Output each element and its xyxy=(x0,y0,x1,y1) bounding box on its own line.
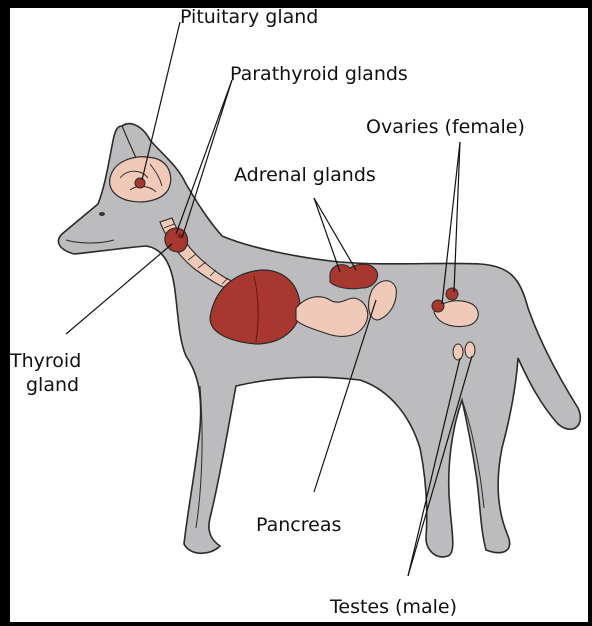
hindleg-line xyxy=(461,399,485,509)
diagram-canvas: Pituitary gland Parathyroid glands Ovari… xyxy=(10,8,588,622)
leader-ovaries-a xyxy=(441,141,461,305)
label-ovaries: Ovaries (female) xyxy=(366,116,525,138)
label-pituitary-gland: Pituitary gland xyxy=(180,8,319,28)
foreleg-line xyxy=(195,385,203,529)
leader-parathyroid-b xyxy=(181,79,233,239)
uterus-organ xyxy=(433,300,479,328)
pituitary-organ xyxy=(134,177,146,189)
leader-pancreas xyxy=(313,299,377,493)
testis-right-organ xyxy=(464,341,476,359)
leader-pituitary xyxy=(141,21,181,181)
leader-adrenal-b xyxy=(313,197,357,271)
leader-lines xyxy=(65,21,473,577)
leader-parathyroid-a xyxy=(175,79,233,235)
mouth-detail xyxy=(65,239,115,244)
parathyroid-organ xyxy=(177,233,183,239)
ovary-left-organ xyxy=(431,299,445,313)
adrenal-organ xyxy=(329,263,379,290)
label-thyroid-gland: Thyroid gland xyxy=(10,350,81,398)
ovary-right-organ xyxy=(445,287,459,301)
leader-thyroid xyxy=(65,243,173,335)
leader-adrenal-a xyxy=(313,197,341,273)
label-thyroid-line1: Thyroid xyxy=(10,350,82,372)
stomach-organ xyxy=(295,296,369,337)
label-parathyroid-glands: Parathyroid glands xyxy=(230,63,408,85)
label-pancreas: Pancreas xyxy=(256,514,342,536)
label-adrenal-glands: Adrenal glands xyxy=(234,164,376,186)
testis-left-organ xyxy=(452,343,464,361)
label-testes: Testes (male) xyxy=(330,596,457,618)
label-thyroid-line2: gland xyxy=(26,373,80,396)
thyroid-organ xyxy=(164,227,189,253)
pancreas-organ xyxy=(368,280,397,321)
heart-detail xyxy=(253,275,259,343)
eye-detail xyxy=(99,212,105,216)
leader-ovaries-b xyxy=(453,141,461,293)
leader-testes-a xyxy=(407,357,461,577)
leader-testes-b xyxy=(407,355,473,577)
dog-endocrine-illustration xyxy=(57,21,582,577)
dog-silhouette xyxy=(57,122,582,558)
